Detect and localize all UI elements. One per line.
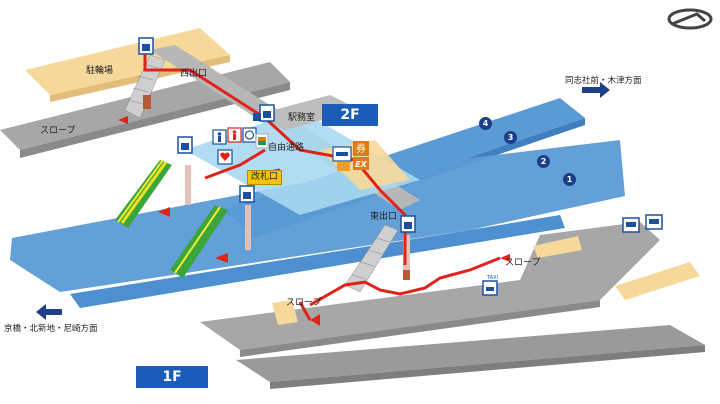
bicycle-parking-area <box>25 28 230 95</box>
restroom-icon <box>227 127 242 143</box>
track-number-3: 3 <box>504 131 517 144</box>
label-slope-1f-east: スロープ <box>505 258 541 268</box>
floor-badge-2f: 2F <box>322 104 378 126</box>
track-number-1: 1 <box>563 173 576 186</box>
escalator-left <box>115 159 172 228</box>
arrow-marker <box>310 314 320 326</box>
pillar <box>143 95 151 109</box>
elevator-icon <box>138 37 154 55</box>
taxi-pad <box>615 262 700 300</box>
floor-1f-strip-lower-face <box>270 345 705 389</box>
floor-1f-strip-lower <box>236 325 705 382</box>
taxi-icon <box>482 280 498 296</box>
stairs-east <box>344 224 399 293</box>
slope-pad-left <box>272 300 298 325</box>
elevator-icon <box>400 215 416 233</box>
station-office-block <box>255 95 360 130</box>
track-number-2: 2 <box>537 155 550 168</box>
arrow-marker <box>158 207 170 217</box>
pillar <box>245 205 251 250</box>
direction-arrow-west <box>36 304 62 320</box>
ticket-machine-sign: 券 <box>353 141 369 156</box>
elevator-icon <box>259 104 275 122</box>
convenience-store-icon <box>255 133 269 149</box>
bus-icon <box>622 217 640 233</box>
elevator-icon <box>177 136 193 154</box>
label-station-office: 駅務室 <box>288 113 316 123</box>
label-east-exit: 東出口 <box>370 212 398 222</box>
bus-stop-pad <box>533 236 582 258</box>
label-direction-kyobashi: 京橋・北新地・尼崎方面 <box>4 324 98 334</box>
bus-icon <box>645 214 663 230</box>
pillar <box>403 270 410 280</box>
ex-label: EX <box>355 160 367 169</box>
platform-2-1 <box>10 140 625 292</box>
floor-badge-1f: 1F <box>136 366 208 388</box>
floor-1f-busarea-face <box>240 300 600 357</box>
arrow-marker <box>215 253 228 263</box>
escalator-right <box>170 205 228 278</box>
station-office-icon <box>253 113 261 121</box>
taxi-label: TAXI <box>486 275 498 281</box>
label-bicycle-parking: 駐輪場 <box>86 66 114 76</box>
elevator-icon <box>239 185 255 203</box>
pillar <box>185 165 191 205</box>
label-direction-doshisha: 同志社前・木津方面 <box>565 76 642 86</box>
track-number-4: 4 <box>479 117 492 130</box>
direction-arrow-east <box>582 82 610 98</box>
arrow-marker <box>118 116 128 124</box>
label-slope-1f-west: スロープ <box>286 298 322 308</box>
platform-1-lower <box>70 215 565 308</box>
compass-icon <box>667 8 713 30</box>
label-free-passage: 自由通路 <box>268 143 305 153</box>
label-slope-2f: スロープ <box>40 126 76 136</box>
arrow-marker <box>500 254 510 262</box>
label-ticket-gate: 改札口 <box>247 170 283 185</box>
ex-sign: EX <box>353 157 369 170</box>
label-west-exit: 西出口 <box>180 69 208 79</box>
icoca-sign <box>332 146 352 162</box>
ticket-machine-label: 券 <box>356 142 366 155</box>
restroom-icon <box>212 129 227 145</box>
accessible-toilet-icon <box>242 127 257 143</box>
heart-icon <box>217 149 233 165</box>
orange-sign <box>337 162 350 171</box>
floor-2f-west-face <box>20 82 290 158</box>
